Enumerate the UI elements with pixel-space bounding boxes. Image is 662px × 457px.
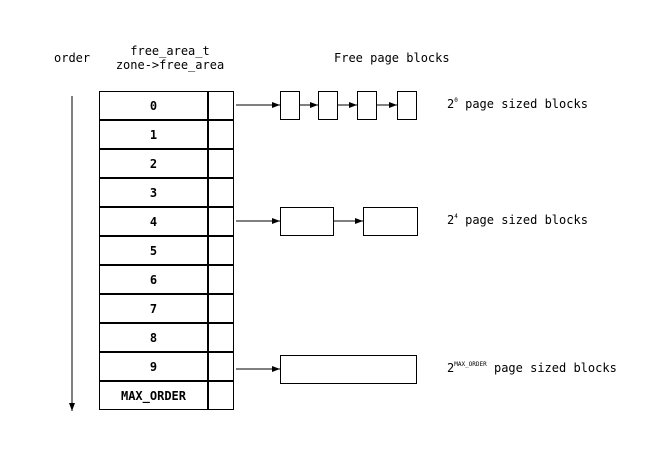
pointer-cell-max [208,381,234,410]
pointer-cell-1 [208,120,234,149]
order0-block-2 [318,91,338,120]
order-header: order [54,51,91,65]
order-cell-max: MAX_ORDER [99,381,208,410]
pointer-cell-0 [208,91,234,120]
order-cell-7: 7 [99,294,208,323]
free-area-type-label: free_area_t [130,44,210,58]
pointer-cell-4 [208,207,234,236]
label-order0-exponent: 0 [454,97,458,104]
label-order9-base: 2 [447,361,455,375]
order-cell-9: 9 [99,352,208,381]
order-cell-8: 8 [99,323,208,352]
pointer-cell-8 [208,323,234,352]
order4-block-2 [363,207,418,236]
pointer-cell-6 [208,265,234,294]
label-order0: 20 page sized blocks [447,97,588,111]
label-order4-base: 2 [447,213,455,227]
free-area-field-label: zone->free_area [115,58,225,72]
label-order0-text: page sized blocks [465,97,588,111]
free-area-header: free_area_t zone->free_area [109,44,231,72]
order-cell-2: 2 [99,149,208,178]
order9-block-1 [280,355,417,384]
order-cell-1: 1 [99,120,208,149]
label-order0-base: 2 [447,97,455,111]
pointer-cell-2 [208,149,234,178]
order0-block-4 [397,91,417,120]
order-cell-6: 6 [99,265,208,294]
label-order4: 24 page sized blocks [447,213,588,227]
label-order9: 2MAX_ORDER page sized blocks [447,361,617,375]
pointer-cell-3 [208,178,234,207]
order-cell-0: 0 [99,91,208,120]
label-order4-exponent: 4 [454,213,458,220]
order0-block-3 [357,91,377,120]
order-cell-3: 3 [99,178,208,207]
order0-block-1 [280,91,300,120]
order4-block-1 [280,207,334,236]
label-order9-exponent: MAX_ORDER [454,361,487,368]
order-cell-4: 4 [99,207,208,236]
free-page-blocks-header: Free page blocks [334,51,450,65]
pointer-cell-5 [208,236,234,265]
pointer-cell-7 [208,294,234,323]
label-order9-text: page sized blocks [493,361,617,375]
label-order4-text: page sized blocks [465,213,588,227]
order-cell-5: 5 [99,236,208,265]
pointer-cell-9 [208,352,234,381]
